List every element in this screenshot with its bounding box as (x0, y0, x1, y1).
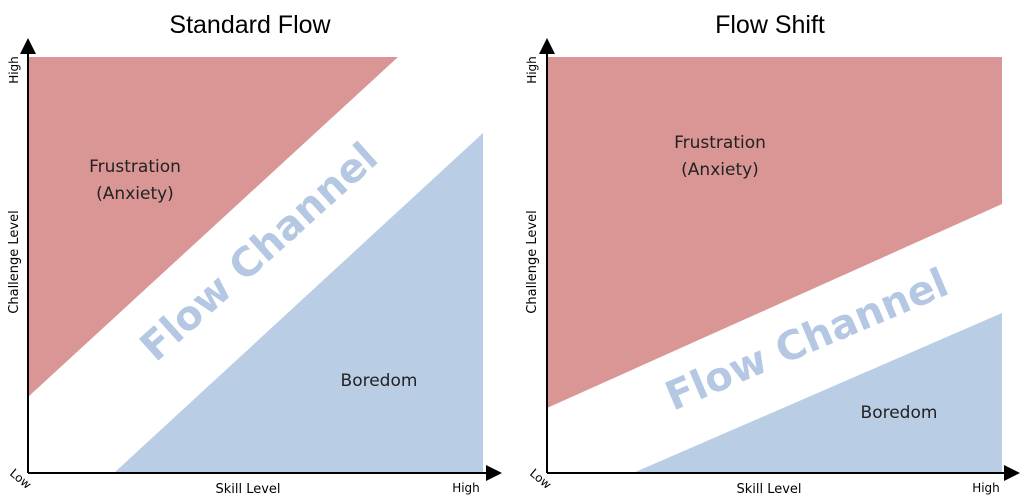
boredom-label: Boredom (341, 371, 418, 391)
origin-low: Low (7, 466, 34, 492)
boredom-label: Boredom (861, 403, 938, 423)
y-axis-label: Challenge Level (7, 210, 22, 313)
x-axis-high: High (972, 481, 1000, 495)
flow-shift-panel: Flow Shift Frustration (Anxiety) Flow Ch… (525, 11, 1020, 497)
x-axis-label: Skill Level (736, 482, 801, 497)
anxiety-label: (Anxiety) (96, 184, 174, 204)
x-axis-high: High (452, 481, 480, 495)
y-axis-high: High (525, 56, 539, 84)
boredom-region (114, 133, 483, 473)
y-axis-high: High (7, 56, 21, 84)
frustration-region (547, 57, 1002, 408)
panel-title: Standard Flow (169, 11, 331, 39)
x-axis-label: Skill Level (215, 482, 280, 497)
y-axis-label: Challenge Level (525, 210, 540, 313)
anxiety-label: (Anxiety) (681, 160, 759, 180)
origin-low: Low (527, 466, 554, 492)
standard-flow-panel: Standard Flow Frustration (Anxiety) Flow… (7, 11, 502, 497)
panel-title: Flow Shift (715, 11, 825, 39)
frustration-label: Frustration (89, 157, 181, 177)
boredom-region (633, 313, 1002, 473)
frustration-region (28, 57, 398, 397)
frustration-label: Frustration (674, 133, 766, 153)
